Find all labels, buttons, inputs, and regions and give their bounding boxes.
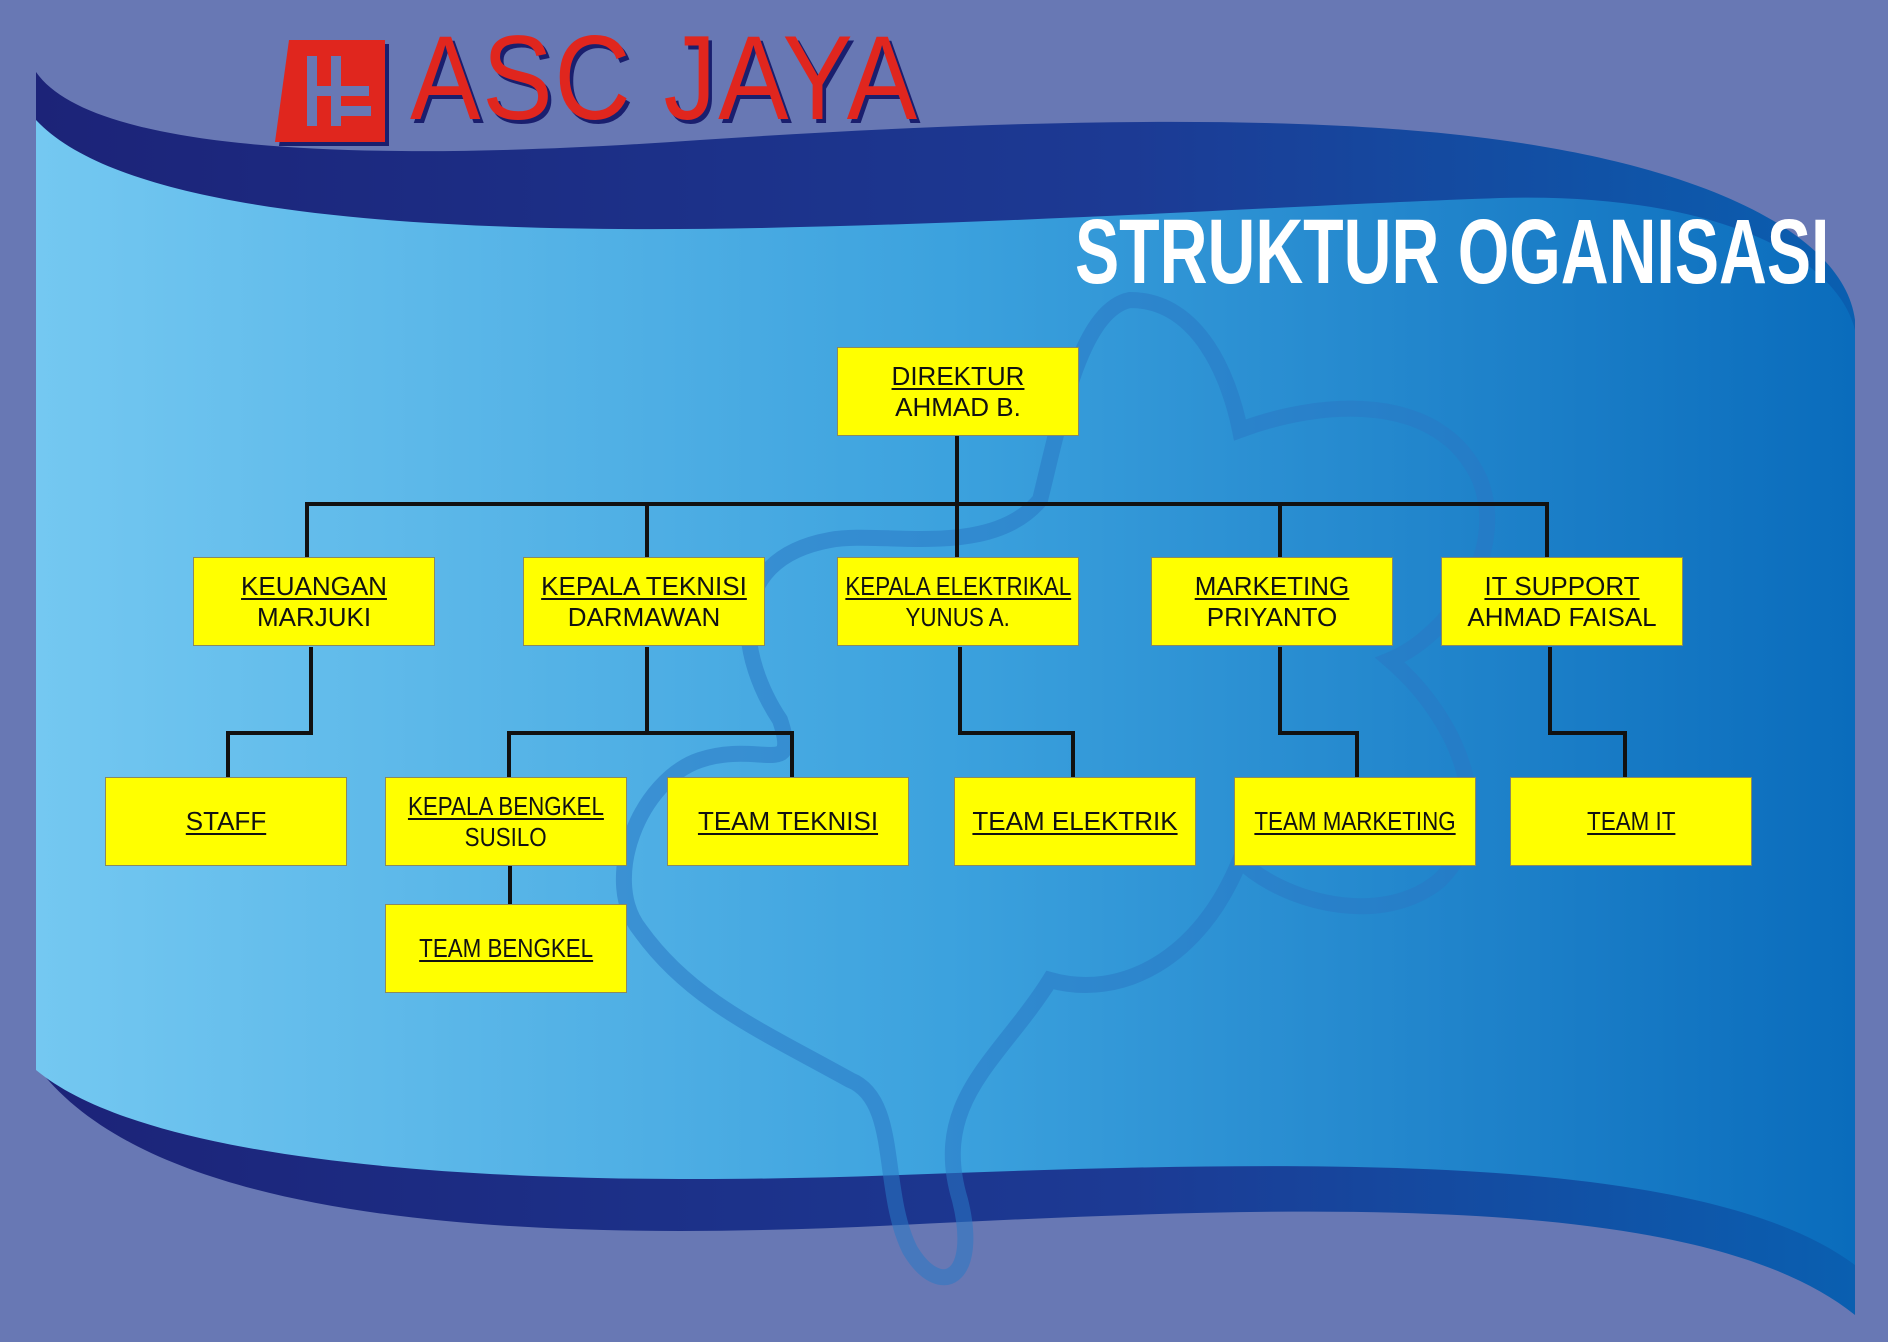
node-person: MARJUKI	[256, 601, 372, 632]
node-staff: STAFF	[105, 777, 347, 866]
node-person: SUSILO	[464, 821, 548, 852]
connector	[1355, 731, 1359, 777]
node-kepala-elektrikal: KEPALA ELEKTRIKAL YUNUS A.	[837, 557, 1079, 646]
connector	[1071, 731, 1075, 777]
connector	[1545, 502, 1549, 557]
node-keuangan: KEUANGAN MARJUKI	[193, 557, 435, 646]
connector	[1623, 731, 1627, 777]
node-role: MARKETING	[1194, 570, 1350, 601]
node-direktur: DIREKTUR AHMAD B.	[837, 347, 1079, 436]
connector	[507, 731, 794, 735]
connector	[305, 502, 1549, 506]
node-role: KEUANGAN	[241, 570, 387, 601]
node-person: AHMAD FAISAL	[1467, 601, 1657, 632]
connector	[309, 647, 313, 735]
connector	[226, 731, 230, 777]
connector	[958, 647, 962, 735]
connector	[1278, 647, 1282, 735]
connector	[955, 502, 959, 557]
node-role: KEPALA ELEKTRIKAL	[845, 570, 1071, 601]
node-role: TEAM BENGKEL	[419, 933, 593, 963]
connector	[226, 731, 313, 735]
node-role: TEAM ELEKTRIK	[972, 806, 1178, 836]
connector	[1278, 731, 1359, 735]
node-team-marketing: TEAM MARKETING	[1234, 777, 1476, 866]
node-role: DIREKTUR	[891, 360, 1025, 391]
connector	[305, 502, 309, 557]
connector	[958, 731, 1075, 735]
connector	[955, 436, 959, 506]
node-kepala-teknisi: KEPALA TEKNISI DARMAWAN	[523, 557, 765, 646]
node-person: YUNUS A.	[905, 601, 1011, 632]
connector	[645, 647, 649, 735]
connector	[790, 731, 794, 777]
node-role: STAFF	[185, 806, 267, 836]
node-role: KEPALA TEKNISI	[541, 570, 747, 601]
node-person: PRIYANTO	[1206, 601, 1338, 632]
node-team-elektrik: TEAM ELEKTRIK	[954, 777, 1196, 866]
connector	[1548, 731, 1627, 735]
node-person: AHMAD B.	[895, 391, 1021, 422]
node-marketing: MARKETING PRIYANTO	[1151, 557, 1393, 646]
connector	[1278, 502, 1282, 557]
node-team-teknisi: TEAM TEKNISI	[667, 777, 909, 866]
asc-logo-icon	[275, 40, 389, 146]
node-kepala-bengkel: KEPALA BENGKEL SUSILO	[385, 777, 627, 866]
node-role: KEPALA BENGKEL	[408, 790, 604, 821]
connector	[507, 731, 511, 777]
node-team-it: TEAM IT	[1510, 777, 1752, 866]
node-role: TEAM TEKNISI	[697, 806, 879, 836]
page-title: STRUKTUR OGANISASI	[1075, 201, 1830, 303]
connector	[645, 502, 649, 557]
node-team-bengkel: TEAM BENGKEL	[385, 904, 627, 993]
company-name: ASC JAYA	[410, 11, 919, 145]
connector	[508, 866, 512, 904]
node-person: DARMAWAN	[567, 601, 721, 632]
node-it-support: IT SUPPORT AHMAD FAISAL	[1441, 557, 1683, 646]
node-role: IT SUPPORT	[1484, 570, 1640, 601]
node-role: TEAM IT	[1586, 806, 1676, 836]
connector	[1548, 647, 1552, 735]
node-role: TEAM MARKETING	[1254, 806, 1456, 836]
